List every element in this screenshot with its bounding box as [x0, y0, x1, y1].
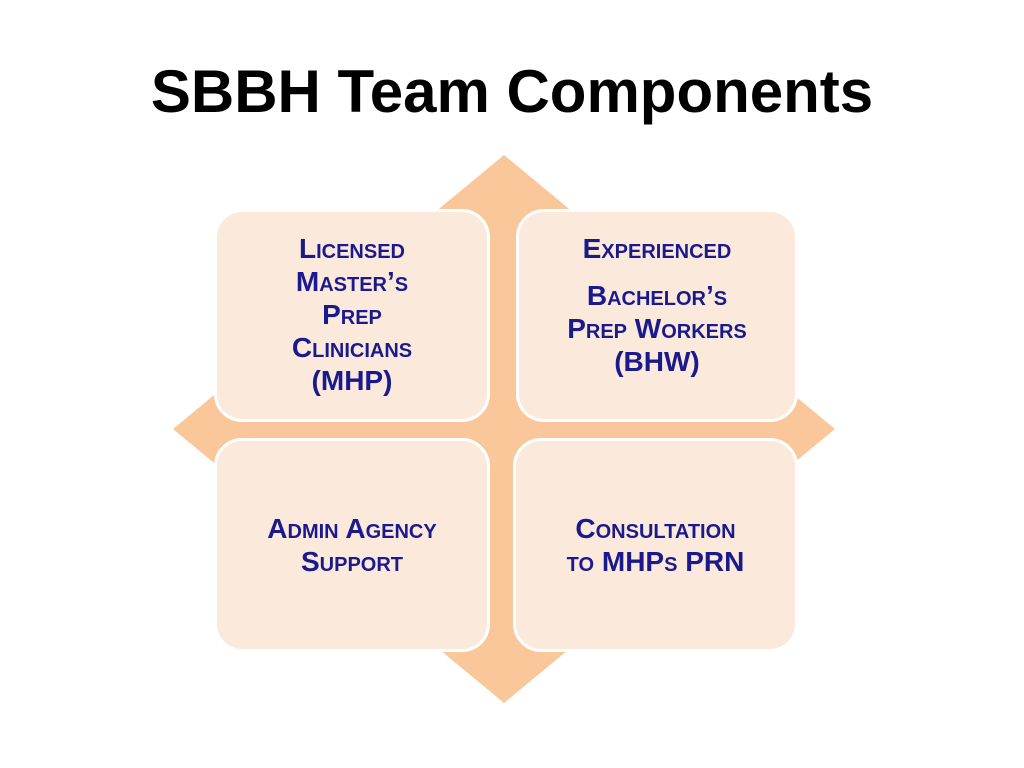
- quadrant-text: Experienced Bachelor’s Prep Workers (BHW…: [557, 232, 757, 378]
- quadrant-text: Licensed Master’s Prep Clinicians (MHP): [282, 232, 422, 397]
- quadrant-line: Prep: [322, 299, 382, 330]
- quadrant-text: Admin Agency Support: [257, 512, 446, 578]
- quadrant-line: Licensed: [298, 233, 405, 264]
- quadrant-line: (MHP): [311, 365, 393, 396]
- quadrant-admin-agency-support: Admin Agency Support: [214, 438, 490, 652]
- quadrant-line: to MHPs PRN: [566, 546, 745, 577]
- quadrant-line: Support: [300, 546, 403, 577]
- slide-title: SBBH Team Components: [150, 58, 874, 125]
- quadrant-line: (BHW): [614, 346, 700, 377]
- paragraph-gap: [567, 265, 747, 279]
- quadrant-line: Consultation: [575, 513, 736, 544]
- quadrant-line: Master’s: [295, 266, 409, 297]
- quadrant-line: Clinicians: [291, 332, 413, 363]
- quadrant-consultation: Consultation to MHPs PRN: [513, 438, 798, 652]
- quadrant-text: Consultation to MHPs PRN: [557, 512, 755, 578]
- quadrant-licensed-masters: Licensed Master’s Prep Clinicians (MHP): [214, 209, 490, 422]
- quadrant-line: Admin Agency: [267, 513, 437, 544]
- quadrant-line: Bachelor’s: [586, 280, 728, 311]
- quadrant-line: Experienced: [582, 233, 732, 264]
- quadrant-experienced-bachelors: Experienced Bachelor’s Prep Workers (BHW…: [516, 209, 798, 422]
- quadrant-line: Prep Workers: [567, 313, 747, 344]
